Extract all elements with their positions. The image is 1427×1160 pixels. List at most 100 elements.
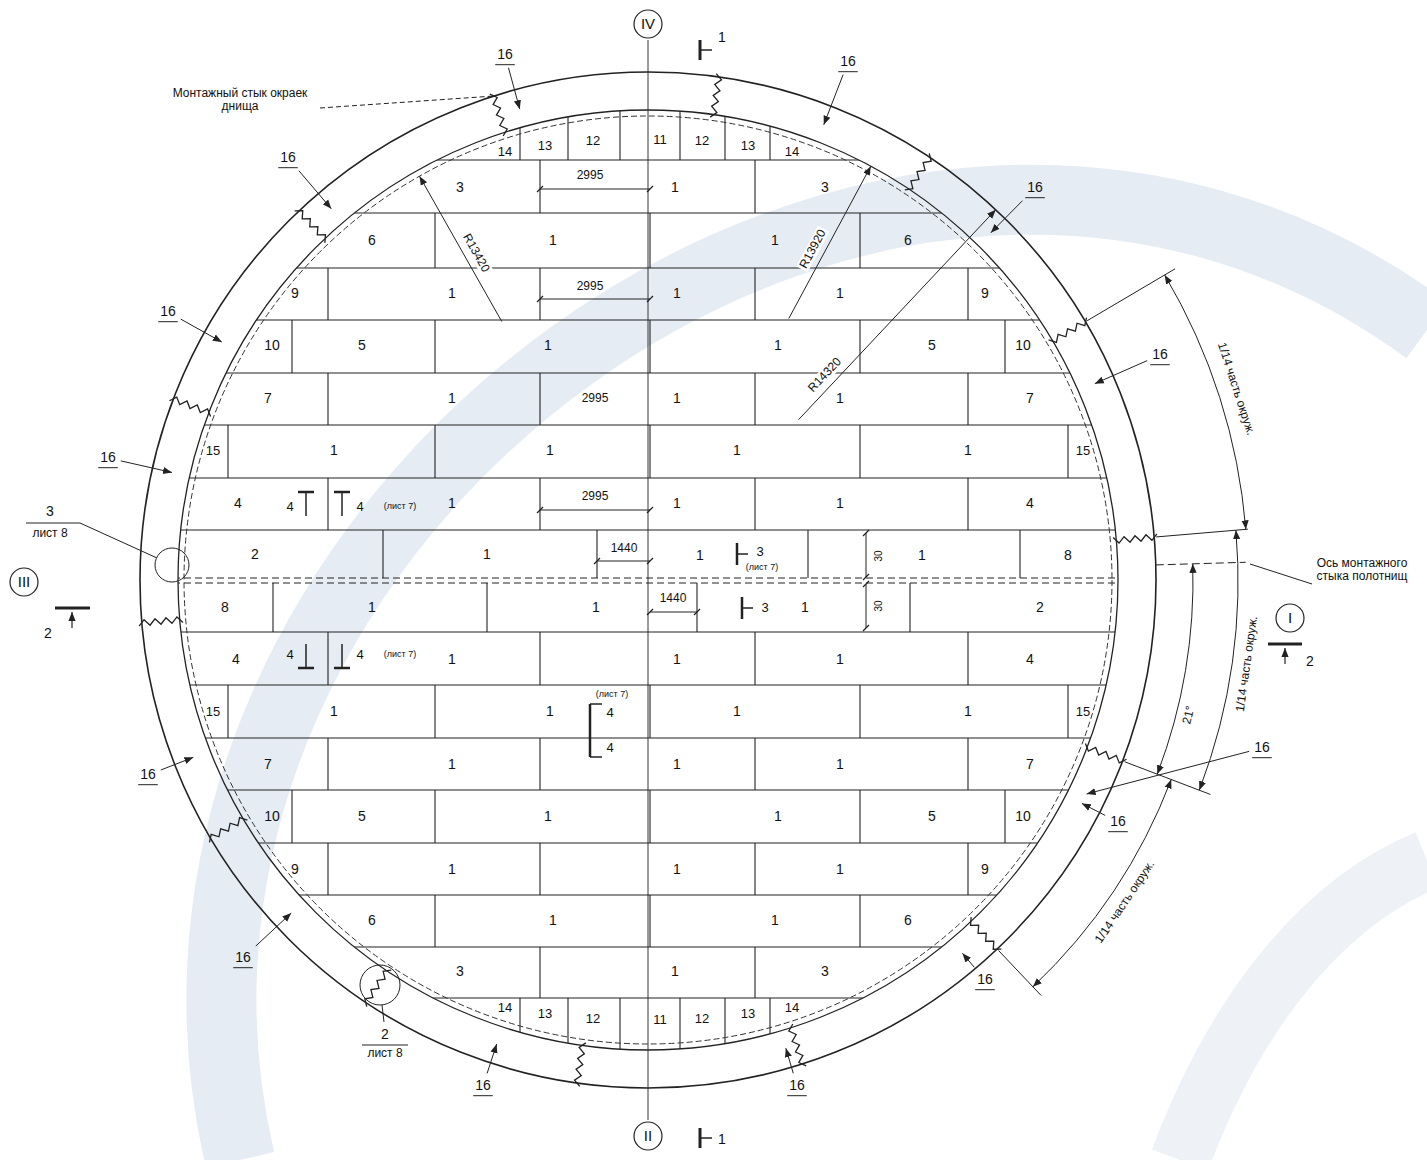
sheet-ref: (лист 7)	[596, 690, 628, 700]
dimension-tick	[537, 186, 543, 192]
dimension-tick	[863, 625, 869, 631]
part-number: 1	[836, 757, 844, 772]
part-number: 6	[368, 233, 376, 248]
plate-seam	[272, 583, 273, 632]
plate-seam	[1004, 790, 1005, 843]
leader-line	[1250, 564, 1312, 584]
watermark-arc	[1180, 860, 1427, 1160]
callout-underline	[1108, 831, 1128, 832]
plate-seam	[382, 530, 383, 578]
part-number: 5	[928, 809, 936, 824]
dimension-arc	[1199, 530, 1238, 790]
part-number: 1	[671, 180, 679, 195]
part-number: 15	[206, 444, 220, 458]
leader-line	[299, 171, 331, 209]
plate-seam	[724, 998, 725, 1060]
callout-number: 16	[100, 450, 116, 465]
plate-seam	[754, 373, 755, 425]
detail-circle	[155, 548, 189, 582]
dimension-tick	[647, 507, 653, 513]
section-number: 2	[44, 626, 52, 641]
part-number: 7	[264, 391, 272, 406]
dimension-text: 1/14 часть окруж.	[1093, 858, 1158, 946]
section-mark	[298, 491, 314, 494]
callout-number: лист 8	[32, 527, 67, 540]
leader-line	[181, 319, 222, 342]
axis-line	[648, 40, 649, 1120]
ring-joint	[575, 1043, 586, 1087]
extension-line	[1087, 269, 1175, 321]
part-number: 12	[586, 1012, 600, 1026]
section-mark	[700, 1137, 712, 1139]
part-number: 1	[801, 600, 809, 615]
part-number: 1	[368, 600, 376, 615]
axis-marker: I	[1275, 603, 1305, 633]
part-number: 1	[774, 338, 782, 353]
dimension-text: R13920	[796, 226, 829, 273]
dimensions	[320, 96, 1312, 995]
dimension-text: 1/14 часть окруж.	[1234, 615, 1261, 713]
plate-seam	[619, 100, 620, 160]
section-number: 4	[606, 706, 613, 720]
dimension-text: R13420	[459, 230, 493, 277]
callout-number: лист 8	[367, 1047, 402, 1060]
part-number: 1	[549, 913, 557, 928]
ring-joint	[490, 94, 507, 136]
part-number: 12	[586, 134, 600, 148]
section-mark	[742, 607, 753, 609]
callout-underline	[975, 989, 995, 990]
plate-seam	[967, 738, 968, 790]
plate-seam	[859, 790, 860, 843]
dimension-line	[650, 612, 697, 613]
dimension-tick	[863, 581, 869, 587]
callout-number: 16	[497, 47, 513, 62]
section-mark	[590, 756, 602, 758]
dimension-text: 2995	[582, 490, 609, 503]
axis-label: I	[1288, 610, 1292, 627]
plate-seam	[754, 843, 755, 895]
ring-joint	[1049, 318, 1087, 343]
part-number: 1	[671, 964, 679, 979]
callout-number: 16	[140, 767, 156, 782]
part-number: 6	[368, 913, 376, 928]
section-mark	[737, 553, 748, 555]
part-number: 9	[291, 286, 299, 301]
dimension-text: 2995	[577, 280, 604, 293]
callout-number: 16	[1152, 347, 1168, 362]
plate-seam	[567, 998, 568, 1060]
marker-circle	[634, 1122, 662, 1150]
part-number: 14	[498, 145, 512, 159]
dimension-text: 1440	[611, 542, 638, 555]
part-number: 1	[836, 391, 844, 406]
section-number: 1	[718, 30, 726, 45]
note-text: Ось монтажного стыка полотнищ	[1306, 557, 1418, 583]
plate-seam	[769, 998, 770, 1060]
section-number: 2	[1306, 654, 1314, 669]
section-mark	[1268, 643, 1302, 646]
sheet-ref: (лист 7)	[746, 563, 778, 573]
part-number: 8	[221, 600, 229, 615]
sheet-ref: (лист 7)	[384, 650, 416, 660]
ring-joint	[209, 818, 247, 843]
dimension-tick	[647, 186, 653, 192]
callout-number: 16	[789, 1078, 805, 1093]
part-number: 1	[836, 496, 844, 511]
part-number: 9	[291, 862, 299, 877]
plate-seam	[327, 478, 328, 530]
plate-seam	[291, 790, 292, 843]
callout-underline	[158, 321, 178, 322]
leader-line	[824, 75, 843, 125]
part-number: 13	[741, 139, 755, 153]
plate-seam	[967, 268, 968, 320]
part-number: 5	[358, 809, 366, 824]
part-number: 8	[1064, 548, 1072, 563]
part-number: 1	[836, 862, 844, 877]
plate-seam	[291, 320, 292, 373]
section-mark	[305, 492, 307, 516]
leader-line	[991, 201, 1023, 233]
part-number: 1	[673, 757, 681, 772]
part-number: 13	[741, 1007, 755, 1021]
plate-seam	[327, 268, 328, 320]
ring-joint	[295, 211, 326, 243]
plate-seam	[859, 213, 860, 268]
